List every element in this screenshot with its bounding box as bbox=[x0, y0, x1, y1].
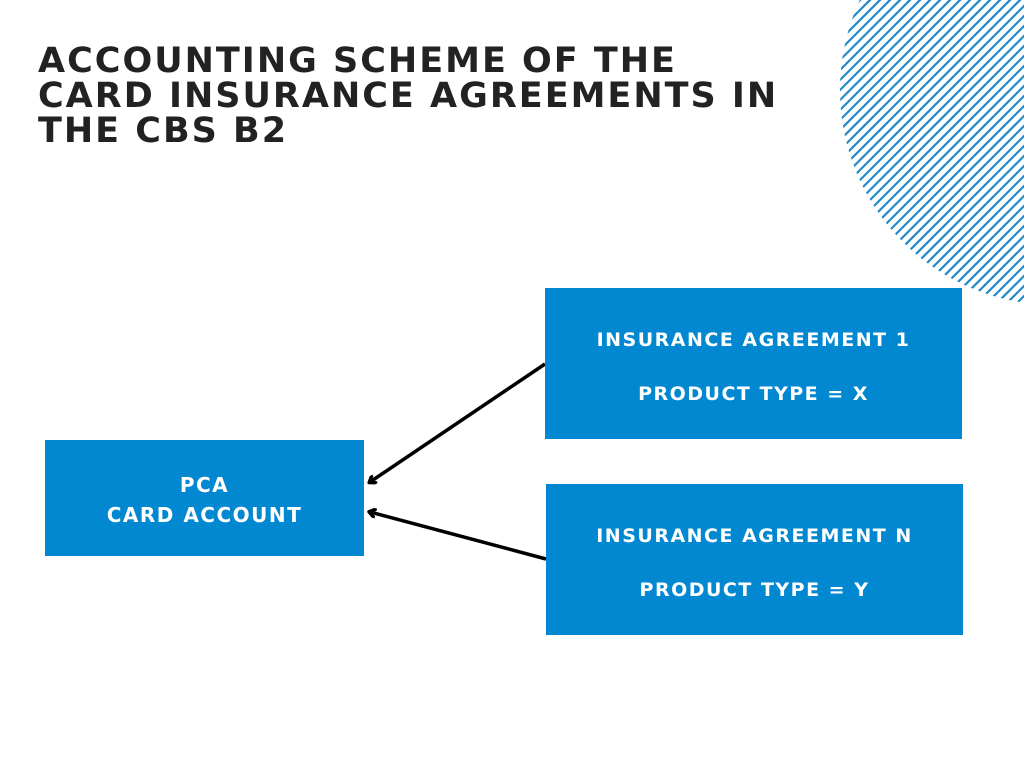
insurance-agreement-n-box: INSURANCE AGREEMENT N PRODUCT TYPE = Y bbox=[546, 484, 963, 635]
hatch-line bbox=[840, 0, 921, 305]
pca-label: PCA bbox=[179, 473, 230, 497]
hatch-line bbox=[840, 0, 1024, 305]
insurance-agreement-n-label: INSURANCE AGREEMENT N bbox=[596, 525, 913, 547]
hatch-line bbox=[840, 0, 1024, 305]
insurance-agreement-1-label: INSURANCE AGREEMENT 1 bbox=[596, 329, 911, 351]
hatch-line bbox=[840, 0, 1024, 305]
hatch-line bbox=[840, 0, 911, 305]
hatch-line bbox=[840, 0, 1024, 305]
hatch-line bbox=[840, 0, 1024, 305]
hatch-line bbox=[840, 0, 1024, 305]
hatch-line bbox=[840, 0, 941, 305]
product-type-y-label: PRODUCT TYPE = Y bbox=[639, 579, 870, 601]
hatch-line bbox=[840, 0, 1024, 305]
hatch-line bbox=[840, 0, 981, 305]
hatch-line bbox=[959, 0, 1024, 305]
insurance-agreement-1-box: INSURANCE AGREEMENT 1 PRODUCT TYPE = X bbox=[545, 288, 962, 439]
arrow-agreement-1-to-pca bbox=[370, 362, 546, 482]
page-title: ACCOUNTING SCHEME OF THE CARD INSURANCE … bbox=[38, 41, 779, 151]
hatch-line bbox=[840, 0, 991, 305]
arrow-agreement-n-to-pca bbox=[370, 512, 547, 561]
hatch-line bbox=[840, 0, 1011, 305]
hatch-line bbox=[840, 0, 1024, 305]
card-account-label: CARD ACCOUNT bbox=[106, 503, 303, 527]
product-type-x-label: PRODUCT TYPE = X bbox=[638, 383, 869, 405]
hatch-line bbox=[840, 0, 961, 305]
hatch-line bbox=[840, 0, 971, 305]
hatch-line bbox=[840, 0, 1021, 305]
hatch-line bbox=[840, 0, 1024, 305]
hatch-line bbox=[840, 0, 951, 305]
hatch-line bbox=[840, 0, 1001, 305]
hatch-line bbox=[840, 0, 1024, 305]
pca-card-account-box: PCA CARD ACCOUNT bbox=[45, 440, 364, 556]
hatch-line bbox=[840, 0, 1024, 305]
hatch-line bbox=[840, 0, 931, 305]
hatch-line bbox=[939, 0, 1024, 305]
hatch-line bbox=[949, 0, 1024, 305]
hatch-line bbox=[840, 0, 1024, 305]
